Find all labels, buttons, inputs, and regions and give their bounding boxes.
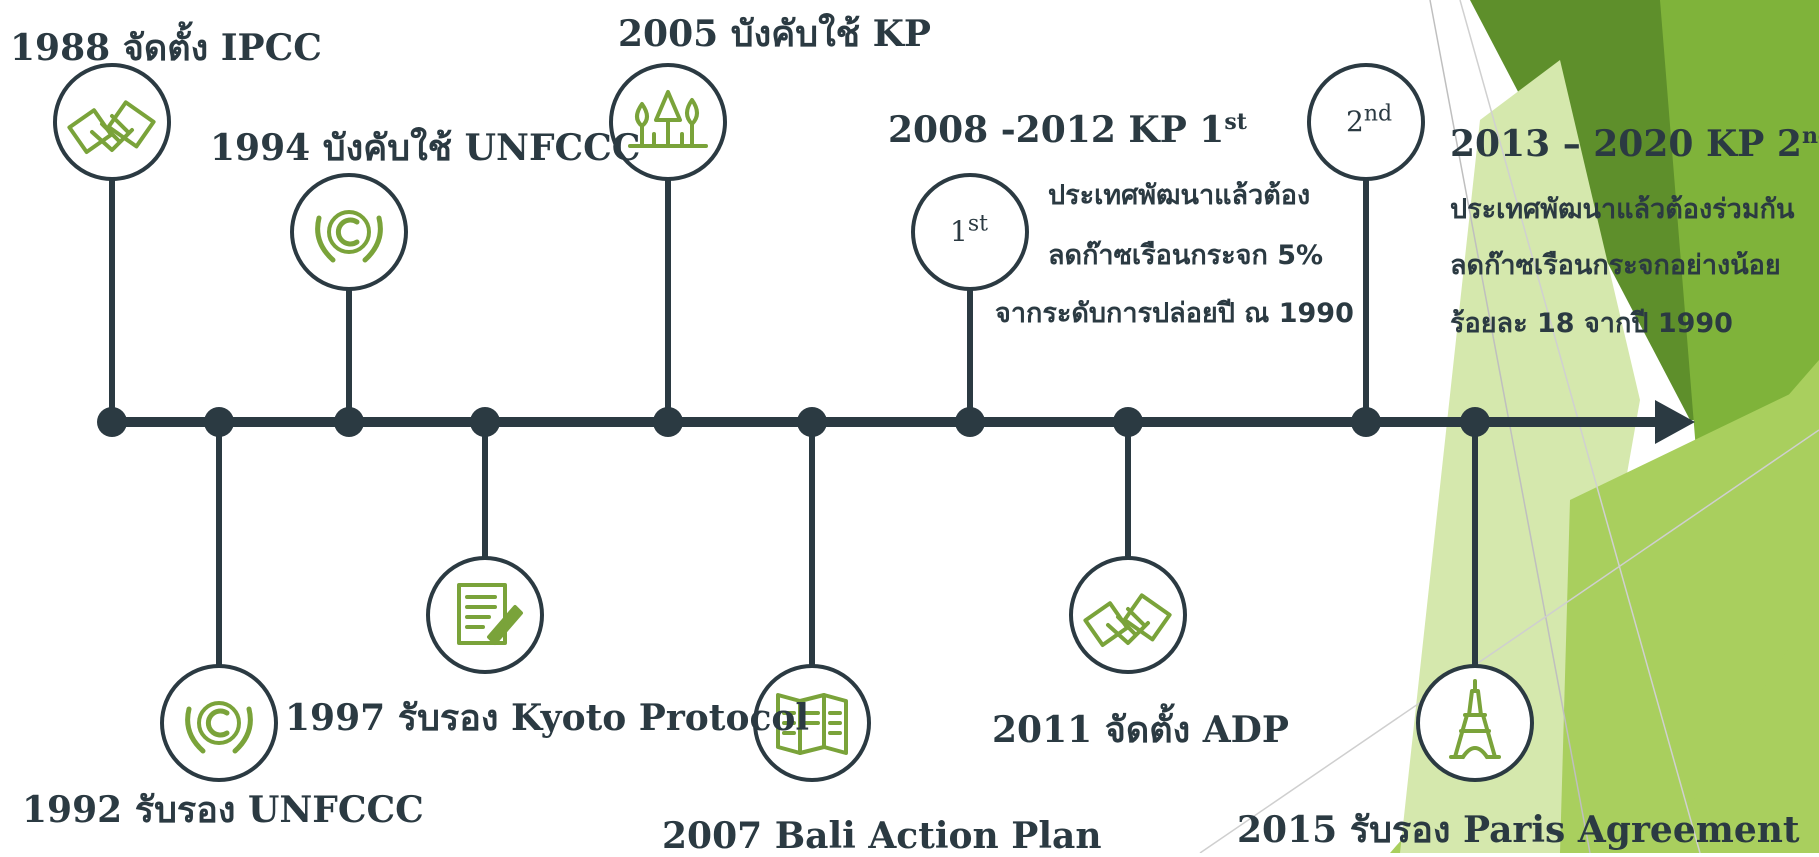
kp2-line-1: ประเทศพัฒนาแล้วต้องร่วมกัน xyxy=(1450,194,1795,225)
timeline-dot xyxy=(1460,407,1490,437)
unfccc-logo-icon xyxy=(185,701,253,754)
kp2-line-3: ร้อยละ 18 จากปี 1990 xyxy=(1450,308,1733,339)
connector-lines xyxy=(109,160,1478,670)
event-label-1988: 1988 จัดตั้ง IPCC xyxy=(10,27,322,69)
kp2-badge-number: 2 xyxy=(1346,105,1364,138)
kp1-title-text: 2008 -2012 KP 1 xyxy=(888,109,1225,151)
background-decoration xyxy=(1199,0,1819,853)
icon-circle-1992 xyxy=(160,664,278,782)
timeline-dot xyxy=(97,407,127,437)
kp2-line-2: ลดก๊าซเรือนกระจกอย่างน้อย xyxy=(1450,250,1781,281)
kp1-badge: 1st xyxy=(950,213,988,248)
icon-circle-2015 xyxy=(1416,664,1534,782)
timeline-dot xyxy=(1351,407,1381,437)
timeline-dot xyxy=(470,407,500,437)
timeline-dot xyxy=(653,407,683,437)
kp1-badge-suffix: st xyxy=(967,211,988,237)
event-label-2011: 2011 จัดตั้ง ADP xyxy=(992,709,1289,751)
timeline-dot xyxy=(797,407,827,437)
timeline-arrowhead xyxy=(1655,400,1695,444)
kp1-title-suffix: st xyxy=(1224,109,1247,135)
icon-circle-kp2 xyxy=(1307,63,1425,181)
timeline-dot xyxy=(1113,407,1143,437)
event-label-2015: 2015 รับรอง Paris Agreement xyxy=(1237,809,1800,851)
signed-document-icon xyxy=(457,583,523,645)
event-label-1997: 1997 รับรอง Kyoto Protocol xyxy=(285,697,810,739)
eiffel-tower-icon xyxy=(1449,679,1501,759)
event-label-2005: 2005 บังคับใช้ KP xyxy=(618,13,931,55)
unfccc-logo-icon xyxy=(315,210,383,263)
kp2-badge-suffix: nd xyxy=(1363,101,1393,127)
timeline-dot xyxy=(204,407,234,437)
timeline-dots xyxy=(97,407,1490,437)
kp1-title: 2008 -2012 KP 1st xyxy=(888,109,1247,151)
event-label-2007: 2007 Bali Action Plan xyxy=(662,815,1102,857)
kp2-badge: 2nd xyxy=(1346,103,1392,138)
handshake-icon xyxy=(67,100,156,154)
kp2-title-text: 2013 – 2020 KP 2 xyxy=(1450,123,1802,165)
forest-icon xyxy=(628,90,708,148)
event-label-1992: 1992 รับรอง UNFCCC xyxy=(22,789,424,831)
map-icon xyxy=(776,693,848,755)
event-label-1994: 1994 บังคับใช้ UNFCCC xyxy=(210,127,641,169)
bg-facet-accent xyxy=(1560,380,1819,853)
icon-circle-kp1 xyxy=(911,173,1029,291)
kp2-title-suffix: nd xyxy=(1801,123,1819,149)
kp1-badge-number: 1 xyxy=(950,215,968,248)
kp1-line-3: จากระดับการปล่อยปี ณ 1990 xyxy=(995,298,1354,329)
timeline-dot xyxy=(334,407,364,437)
bg-thin-line xyxy=(1199,429,1819,853)
kp1-line-1: ประเทศพัฒนาแล้วต้อง xyxy=(1048,180,1311,211)
icon-circle-1994 xyxy=(290,173,408,291)
timeline-dot xyxy=(955,407,985,437)
handshake-icon xyxy=(1083,593,1172,647)
kp1-line-2: ลดก๊าซเรือนกระจก 5% xyxy=(1048,240,1324,271)
kp2-title: 2013 – 2020 KP 2nd xyxy=(1450,123,1819,165)
